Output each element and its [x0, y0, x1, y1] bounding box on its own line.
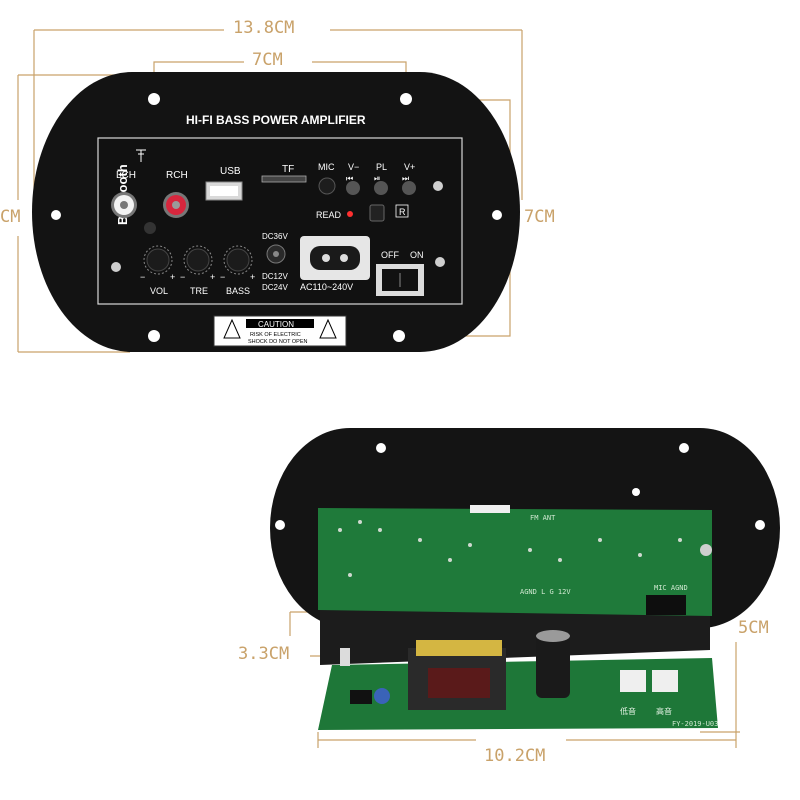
vol-knob[interactable] — [143, 245, 173, 275]
vol-label: VOL — [150, 286, 168, 296]
mount-hole-icon — [51, 210, 61, 220]
bass-plus: + — [250, 272, 255, 282]
connector-icon — [652, 670, 678, 692]
tf-label: TF — [282, 164, 294, 175]
ir-sensor-icon — [144, 222, 156, 234]
antenna-icon — [136, 149, 146, 162]
silk-fm-ant: FM ANT — [530, 514, 556, 522]
panel-title: HI-FI BASS POWER AMPLIFIER — [186, 113, 366, 127]
next-button[interactable] — [402, 181, 416, 195]
dim-left-height: CM — [0, 207, 21, 227]
r-badge-label: R — [399, 207, 406, 217]
bass-knob[interactable] — [223, 245, 253, 275]
screw-icon — [700, 544, 712, 556]
fuse-icon — [340, 648, 350, 666]
power-switch[interactable] — [376, 264, 424, 296]
mount-hole-icon — [148, 93, 160, 105]
svg-text:⏭: ⏭ — [402, 174, 409, 183]
transformer-icon — [408, 640, 506, 710]
mount-hole-icon — [393, 330, 405, 342]
dc36-label: DC36V — [262, 232, 288, 241]
silk-model: FY-2019-U03 — [672, 720, 718, 728]
play-pause-button[interactable] — [374, 181, 388, 195]
usb-port[interactable] — [205, 181, 243, 201]
silk-mic-agnd: MIC AGND — [654, 584, 688, 592]
on-label: ON — [410, 250, 424, 260]
bass-minus: − — [220, 272, 225, 282]
dc12-label: DC12V — [262, 272, 288, 281]
prev-button[interactable] — [346, 181, 360, 195]
chip-icon — [350, 690, 372, 704]
caution-line1: RISK OF ELECTRIC — [250, 332, 301, 338]
dim-board-depth: 3.3CM — [238, 644, 290, 664]
dim-right-height: 7CM — [524, 207, 555, 227]
pl-label: PL — [376, 162, 387, 172]
ac-power-inlet[interactable] — [300, 236, 370, 280]
tre-minus: − — [180, 272, 185, 282]
mic-label: MIC — [318, 162, 335, 172]
v-minus-label: V− — [348, 162, 359, 172]
ac-label: AC110~240V — [300, 282, 353, 292]
screw-icon — [111, 262, 121, 272]
svg-text:⏯: ⏯ — [374, 174, 380, 183]
front-panel: HI-FI BASS POWER AMPLIFIER Bluetooth LCH… — [32, 72, 520, 352]
mount-hole-icon — [632, 488, 640, 496]
lch-label: LCH — [116, 170, 136, 181]
mount-hole-icon — [376, 443, 386, 453]
mount-hole-icon — [148, 330, 160, 342]
dim-top-width: 13.8CM — [233, 18, 295, 38]
tre-label: TRE — [190, 286, 208, 296]
mount-hole-icon — [679, 443, 689, 453]
mount-hole-icon — [755, 520, 765, 530]
caution-line2: SHOCK DO NOT OPEN — [248, 339, 308, 345]
read-label: READ — [316, 210, 342, 220]
tre-knob[interactable] — [183, 245, 213, 275]
lch-jack[interactable] — [111, 192, 137, 218]
rch-label: RCH — [166, 170, 188, 181]
dim-board-height: 5CM — [738, 618, 769, 638]
off-label: OFF — [381, 250, 399, 260]
screw-icon — [433, 181, 443, 191]
mount-hole-icon — [275, 520, 285, 530]
tre-plus: + — [210, 272, 215, 282]
silk-high: 高音 — [656, 706, 672, 716]
silk-agnd: AGND L G 12V — [520, 588, 571, 596]
ir-receiver-icon — [369, 204, 385, 222]
mount-hole-icon — [492, 210, 502, 220]
control-glyphs: ⏮ ⏯ ⏭ — [346, 174, 409, 183]
screw-icon — [435, 257, 445, 267]
connector-icon — [620, 670, 646, 692]
mic-jack[interactable] — [318, 177, 336, 195]
usb-label: USB — [220, 166, 241, 177]
vol-plus: + — [170, 272, 175, 282]
mount-hole-icon — [400, 93, 412, 105]
vol-minus: − — [140, 272, 145, 282]
rch-jack[interactable] — [163, 192, 189, 218]
capacitor-icon — [536, 630, 570, 698]
silk-low: 低音 — [620, 706, 636, 716]
capacitor-blue-icon — [374, 688, 390, 704]
dim-hole-spacing: 7CM — [252, 50, 283, 70]
svg-text:⏮: ⏮ — [346, 174, 353, 183]
v-plus-label: V+ — [404, 162, 415, 172]
caution-sticker: CAUTION RISK OF ELECTRIC SHOCK DO NOT OP… — [213, 315, 347, 347]
caution-title: CAUTION — [258, 320, 294, 329]
power-pcb: 低音 高音 FY-2019-U03 — [318, 630, 718, 730]
dim-board-width: 10.2CM — [484, 746, 546, 766]
bass-label: BASS — [226, 286, 250, 296]
dc24-label: DC24V — [262, 283, 288, 292]
read-led-icon — [347, 211, 353, 217]
rear-view: FM ANT AGND L G 12V MIC AGND 低音 — [270, 428, 780, 730]
tf-card-slot[interactable] — [261, 175, 307, 183]
main-pcb: FM ANT AGND L G 12V MIC AGND — [318, 505, 712, 616]
r-badge — [395, 204, 409, 218]
